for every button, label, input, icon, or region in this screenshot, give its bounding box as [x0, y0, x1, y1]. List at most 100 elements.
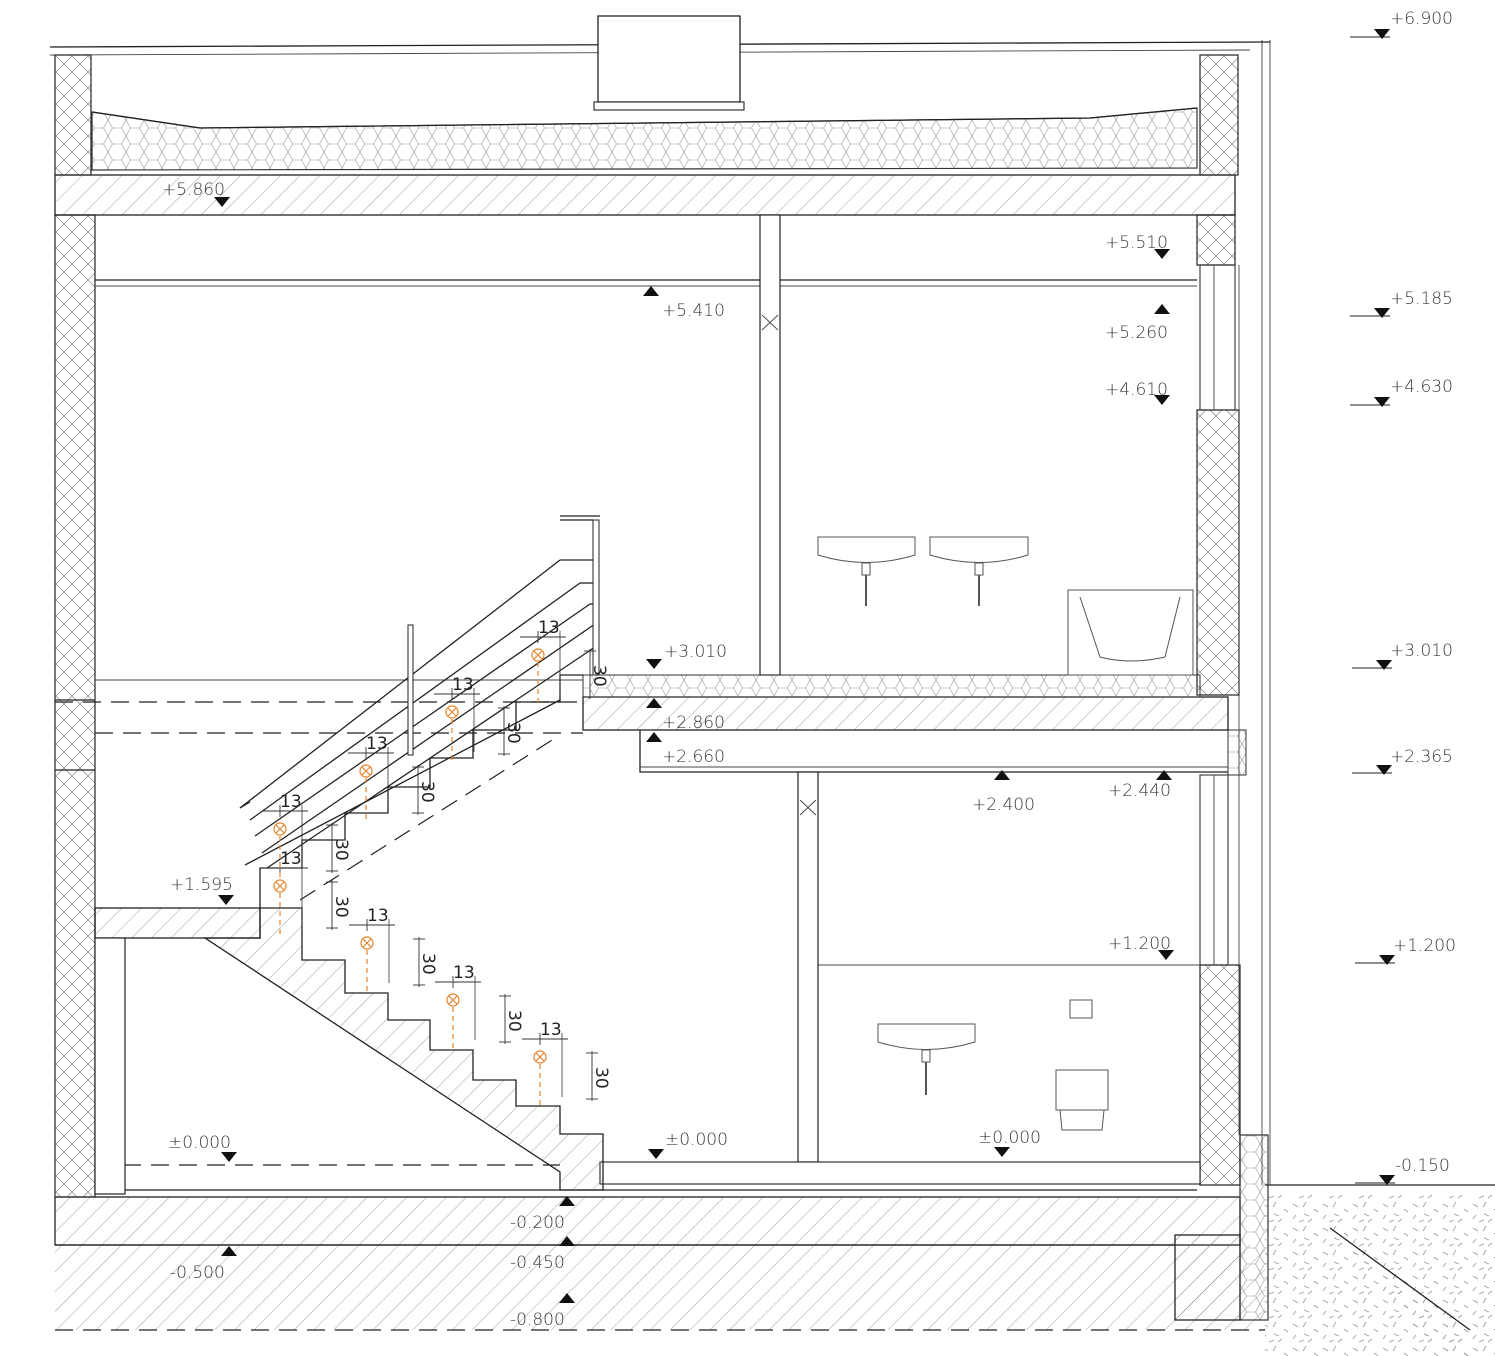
stair-dimension-4: 13 30 [262, 792, 351, 877]
level-label-r5: +2.365 [1390, 747, 1453, 767]
toilet [1055, 1069, 1109, 1131]
level-marker-i3: +5.410 [643, 286, 725, 321]
level-label-i11: +1.595 [170, 875, 233, 895]
riser-dim-1: 30 [418, 953, 438, 975]
tread-dim-1: 13 [367, 906, 389, 926]
stair-dimension-3: 13 30 [522, 1020, 611, 1105]
tread-dim-4: 13 [280, 792, 302, 812]
level-marker-i5: +4.610 [1105, 380, 1170, 405]
upper-partition [759, 214, 781, 676]
level-marker-r1: +6.900 [1350, 9, 1453, 39]
foundation-mass [55, 1245, 1265, 1330]
right-wall-lintel [1196, 214, 1236, 266]
roof-hatch-curb [593, 101, 745, 111]
roof-membrane [91, 107, 1198, 129]
right-wall-upper [1196, 409, 1240, 696]
roof-insulation [91, 107, 1198, 171]
riser-dim-4: 30 [331, 839, 351, 861]
tread-dim-5: 13 [366, 734, 388, 754]
level-label-i13: ±0.000 [168, 1133, 231, 1153]
handrail-cap [239, 801, 251, 809]
level-marker-i19: -0.800 [510, 1293, 575, 1330]
level-marker-r5: +2.365 [1352, 747, 1453, 775]
landing-wall [94, 937, 126, 1195]
level-label-i4: +5.260 [1105, 323, 1168, 343]
parapet-left [54, 54, 92, 176]
level-label-i16: -0.200 [510, 1213, 565, 1233]
plinth-insulation [1239, 1134, 1269, 1321]
level-label-i17: -0.450 [510, 1253, 565, 1273]
stair-dimension-1: 13 30 [349, 906, 438, 991]
riser-dim-0: 30 [331, 896, 351, 918]
soil-surface [1265, 1195, 1495, 1356]
level-label-i9: +2.400 [972, 795, 1035, 815]
level-marker-i6: +3.010 [646, 642, 727, 669]
level-marker-i2: +5.510 [1105, 233, 1170, 259]
level-label-i15: ±0.000 [978, 1128, 1041, 1148]
level-marker-i13: ±0.000 [168, 1133, 237, 1162]
level-label-i6: +3.010 [664, 642, 727, 662]
parapet-right [1199, 54, 1239, 176]
level-marker-i1: +5.860 [162, 180, 230, 207]
handrail-2 [249, 582, 581, 821]
level-marker-i15: ±0.000 [978, 1128, 1041, 1157]
level-label-i14: ±0.000 [665, 1130, 728, 1150]
newel-post [592, 519, 600, 676]
riser-dim-3: 30 [591, 1067, 611, 1089]
edge-insulation [1227, 729, 1247, 776]
tread-dim-2: 13 [453, 963, 475, 983]
level-marker-i14: ±0.000 [648, 1130, 728, 1159]
level-marker-i7: +2.860 [646, 698, 725, 733]
level-label-i5: +4.610 [1105, 380, 1168, 400]
tread-dim-3: 13 [540, 1020, 562, 1040]
level-marker-r4: +3.010 [1352, 641, 1453, 670]
lower-partition [797, 771, 819, 1163]
riser-dim-7: 30 [589, 665, 609, 687]
level-markers: +6.900 +5.185 +4.630 +3.010 +2.365 +1.200 -0.1… [162, 9, 1456, 1330]
level-marker-r6: +1.200 [1355, 936, 1456, 965]
level-marker-i16: -0.200 [510, 1196, 575, 1233]
ground-floor-screed [599, 1161, 1201, 1185]
upper-stair-hidden [299, 734, 561, 901]
level-marker-i11: +1.595 [170, 875, 234, 905]
level-marker-i9: +2.400 [972, 770, 1035, 815]
level-label-i10: +2.440 [1108, 781, 1171, 801]
bathtub [1067, 589, 1194, 676]
tread-dim-7: 13 [538, 618, 560, 638]
level-label-r3: +4.630 [1390, 377, 1453, 397]
handrail-3 [254, 603, 591, 837]
stair-dimension-5: 13 30 [348, 734, 437, 819]
level-label-i8: +2.660 [662, 747, 725, 767]
level-marker-i10: +2.440 [1108, 770, 1172, 801]
handrail-4 [261, 623, 596, 854]
level-marker-i18: -0.500 [170, 1246, 237, 1283]
roof-slab [54, 174, 1236, 216]
tread-dim-6: 13 [452, 675, 474, 695]
right-wall-lower [1199, 964, 1241, 1186]
baluster-post [407, 624, 414, 756]
stair-landing [94, 907, 261, 939]
level-label-i3: +5.410 [662, 301, 725, 321]
first-floor-ceiling [639, 730, 1228, 773]
level-label-r4: +3.010 [1390, 641, 1453, 661]
lower-partition-lintel [799, 799, 817, 816]
excavation-line [1329, 1227, 1471, 1331]
level-marker-r2: +5.185 [1350, 289, 1453, 318]
ground-slab [54, 1196, 1241, 1246]
washbasin-upper-right [929, 536, 1029, 606]
level-label-r2: +5.185 [1390, 289, 1453, 309]
level-label-i1: +5.860 [162, 180, 225, 200]
level-marker-i4: +5.260 [1105, 304, 1170, 343]
stair-dimension-7: 13 30 [520, 618, 609, 703]
level-marker-r7: -0.150 [1355, 1156, 1450, 1185]
handrail-1 [239, 559, 561, 809]
level-marker-i17: -0.450 [510, 1236, 575, 1273]
washbasin-upper-left [817, 536, 916, 606]
tread-dim-0: 13 [280, 849, 302, 869]
riser-dim-5: 30 [417, 781, 437, 803]
level-label-r6: +1.200 [1393, 936, 1456, 956]
upper-window [1199, 264, 1236, 411]
foundation-footing [1174, 1234, 1241, 1321]
